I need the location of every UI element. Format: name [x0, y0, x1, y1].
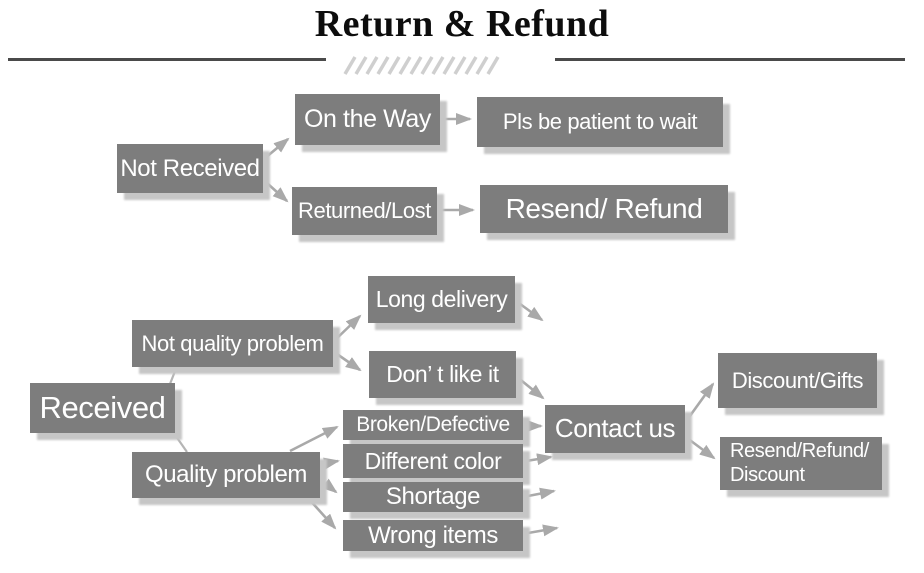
divider-line-right	[555, 58, 905, 61]
node-pls-be-patient: Pls be patient to wait	[477, 97, 723, 147]
node-wrong-items: Wrong items	[343, 520, 523, 551]
node-long-delivery: Long delivery	[368, 276, 515, 323]
node-contact-us: Contact us	[545, 405, 685, 453]
node-returned-lost: Returned/Lost	[292, 187, 437, 235]
node-different-color: Different color	[343, 444, 523, 478]
node-broken-defective: Broken/Defective	[343, 410, 523, 440]
node-not-received: Not Received	[117, 144, 263, 193]
page-title: Return & Refund	[314, 3, 610, 45]
node-received: Received	[30, 383, 175, 433]
hatch-decoration	[343, 56, 500, 75]
divider-line-left	[8, 58, 326, 61]
node-shortage: Shortage	[343, 482, 523, 512]
node-discount-gifts: Discount/Gifts	[718, 353, 877, 408]
node-not-quality-problem: Not quality problem	[132, 320, 333, 367]
node-dont-like-it: Don’ t like it	[369, 351, 516, 398]
node-on-the-way: On the Way	[295, 94, 440, 145]
node-quality-problem: Quality problem	[132, 452, 320, 498]
node-resend-refund-discount: Resend/Refund/ Discount	[720, 437, 882, 490]
node-resend-refund: Resend/ Refund	[480, 185, 728, 233]
